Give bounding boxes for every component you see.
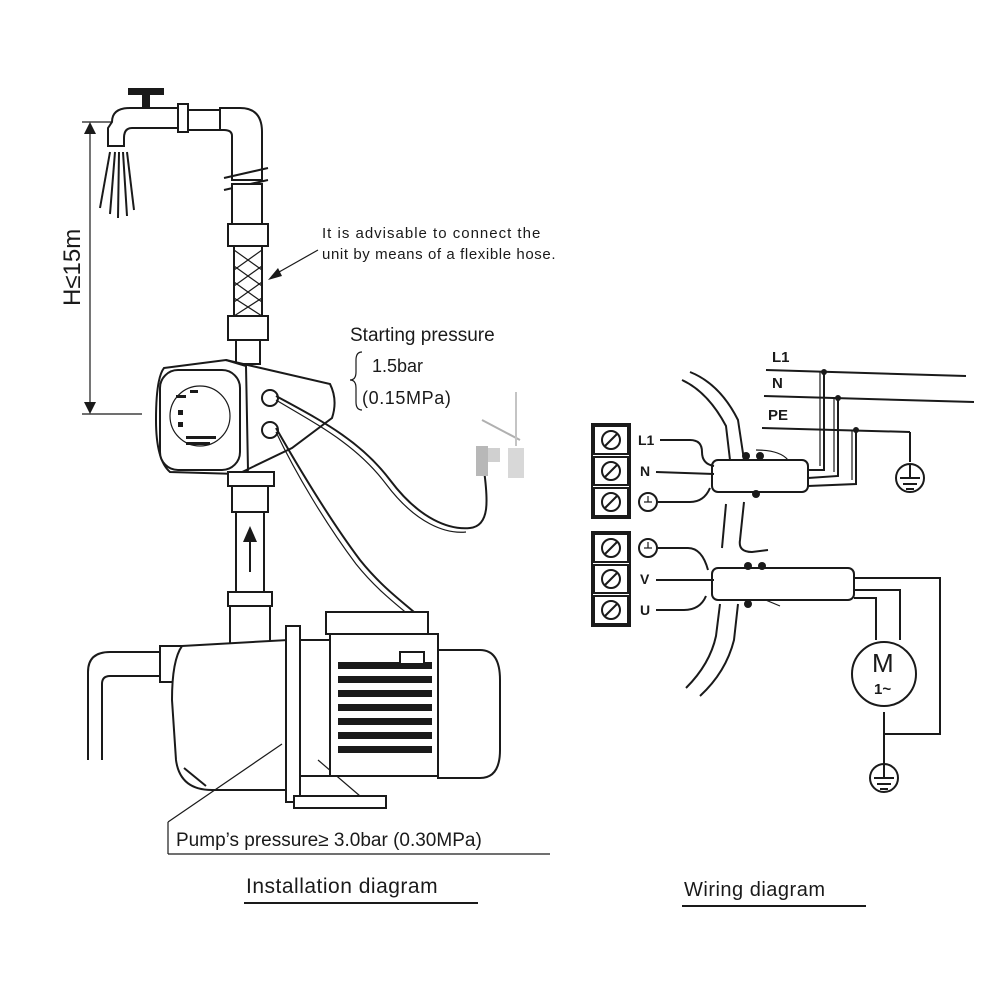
terminal-earth-icon: [638, 492, 658, 512]
pump-motor: [325, 611, 501, 779]
motor-symbol: M 1~: [851, 641, 917, 707]
terminal-screw: [593, 564, 629, 594]
starting-pressure-note: Starting pressure 1.5bar (0.15MPa): [349, 325, 495, 411]
terminal-block-input: L1 N: [591, 423, 658, 519]
terminal-block-output: V U: [591, 531, 658, 627]
terminal-label-l1: L1: [638, 432, 655, 448]
starting-pressure-mpa: (0.15MPa): [362, 388, 451, 408]
earth-symbol-motor: [869, 763, 899, 793]
suction-pipe: [87, 645, 183, 760]
sensor-plug: [476, 392, 524, 478]
starting-pressure-bar: 1.5bar: [372, 356, 423, 376]
terminal-label-n: N: [640, 463, 650, 479]
controller-display-marks: [176, 390, 216, 445]
hose-note-line-2: unit by means of a flexible hose.: [322, 246, 556, 263]
motor-label: M: [872, 648, 894, 678]
installation-diagram: H≤15m It is advisable to connect the uni…: [59, 88, 556, 904]
motor-phase: 1~: [874, 681, 891, 698]
wiring-caption: Wiring diagram: [684, 879, 825, 901]
height-dimension: H≤15m: [59, 121, 142, 415]
hose-note-line-1: It is advisable to connect the: [322, 225, 541, 242]
terminal-screw: [593, 425, 629, 455]
flexible-hose: [227, 223, 269, 365]
terminal-label-u: U: [640, 602, 650, 618]
starting-pressure-title: Starting pressure: [350, 325, 495, 346]
supply-line-n: N: [772, 375, 783, 392]
terminal-label-v: V: [640, 571, 650, 587]
cable-gland-output: [711, 562, 855, 608]
cable-gland-upper: [261, 389, 279, 407]
terminal-screw: [593, 487, 629, 517]
supply-pipe: [219, 107, 269, 225]
pump-pressure-label: Pump’s pressure≥ 3.0bar (0.30MPa): [176, 830, 482, 851]
terminal-screw: [593, 595, 629, 625]
earth-symbol-supply: [895, 463, 925, 493]
discharge-pipe: [227, 485, 273, 649]
cable-gland-input: [711, 452, 809, 498]
supply-lines: L1 N PE: [761, 349, 975, 487]
controller-housing-outline: [681, 371, 789, 697]
supply-line-l1: L1: [772, 349, 790, 366]
terminal-screw: [593, 533, 629, 563]
water-stream: [99, 151, 135, 219]
hose-note: It is advisable to connect the unit by m…: [268, 225, 556, 280]
faucet: [99, 88, 223, 219]
terminal-screw: [593, 456, 629, 486]
wiring-diagram: L1 N PE: [591, 349, 975, 907]
motor-cooling-fins: [338, 662, 432, 753]
cable-gland-lower: [261, 421, 279, 439]
pressure-controller: [154, 358, 336, 487]
pump-pressure-note: Pump’s pressure≥ 3.0bar (0.30MPa): [167, 743, 550, 855]
pump-body: [170, 625, 387, 809]
cables: [275, 395, 488, 617]
terminal-earth-icon: [638, 538, 658, 558]
height-label: H≤15m: [59, 229, 86, 306]
input-wires: [655, 439, 715, 503]
supply-line-pe: PE: [768, 407, 788, 424]
output-wires: [656, 547, 941, 764]
installation-caption: Installation diagram: [246, 875, 438, 898]
